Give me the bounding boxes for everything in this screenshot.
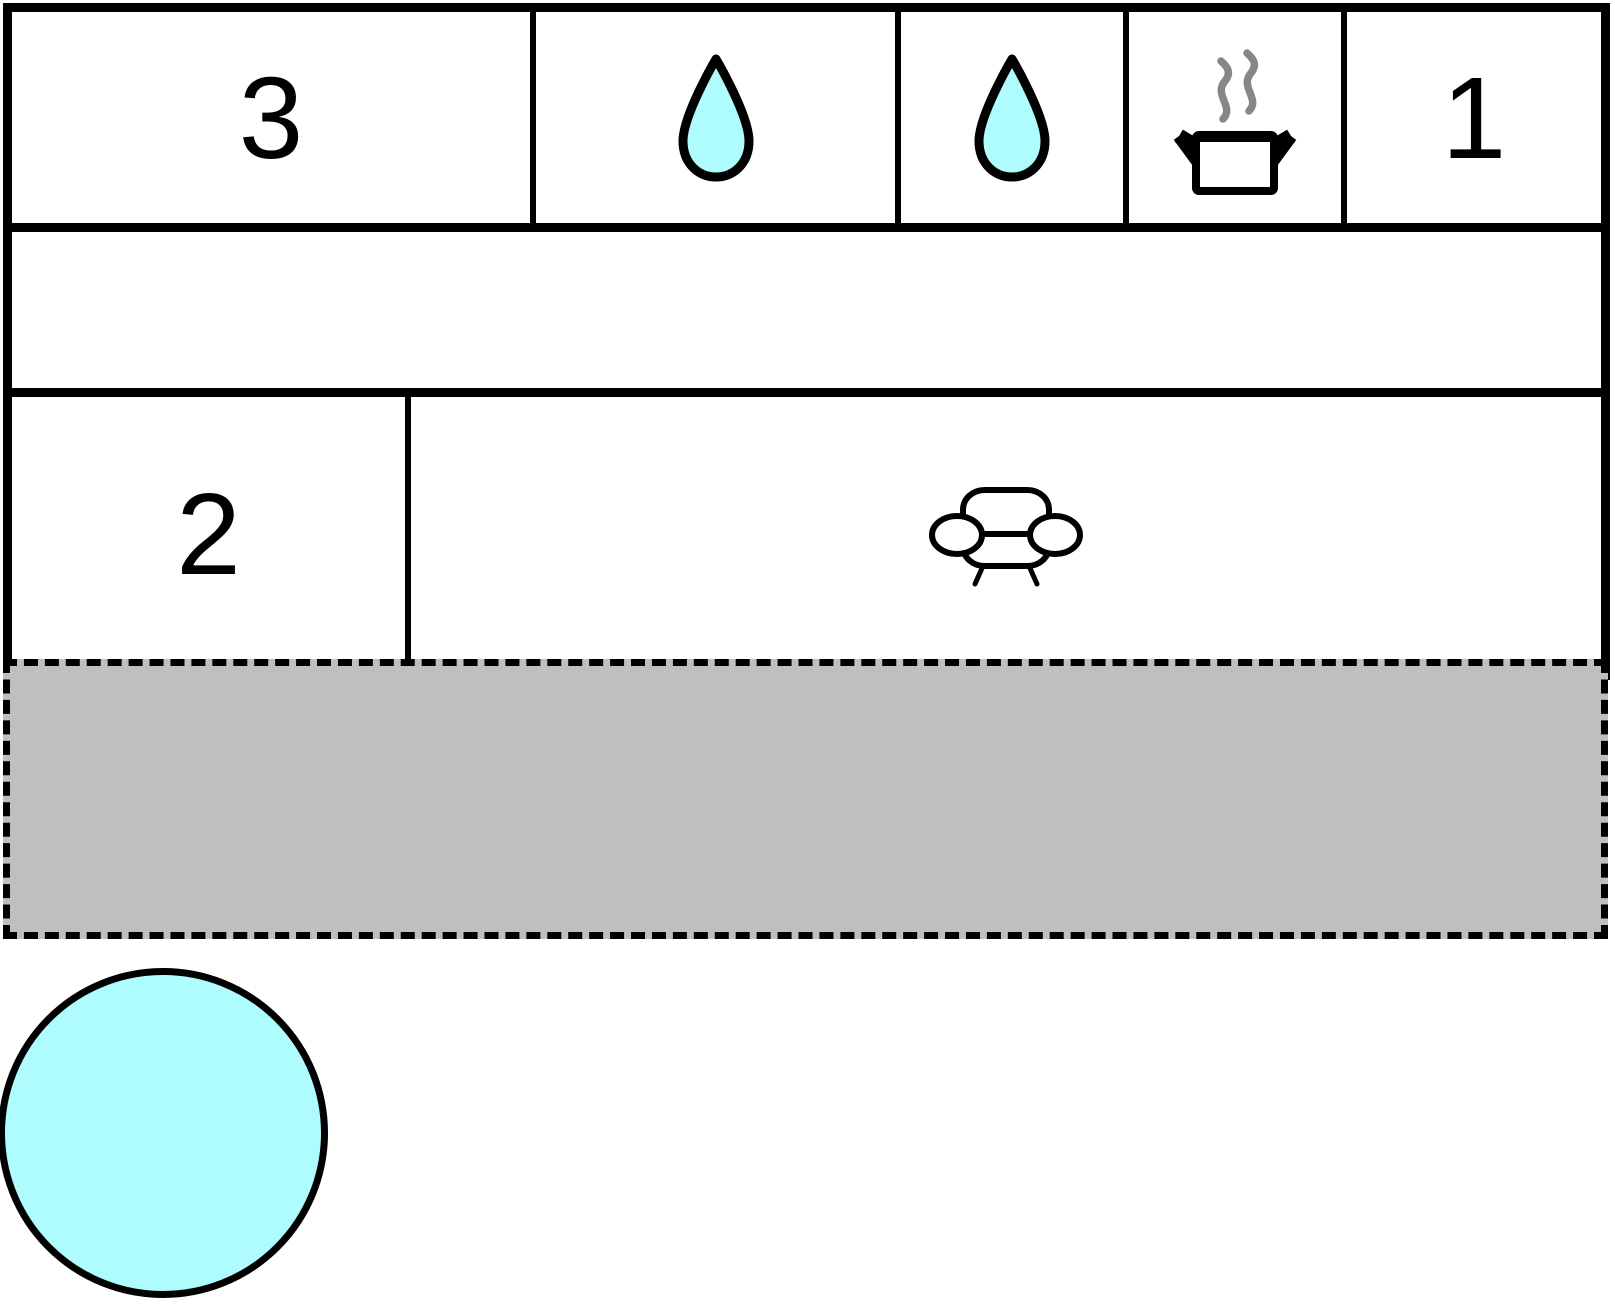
cell-label-2: 2	[176, 469, 241, 599]
cell-empty-corridor[interactable]	[12, 232, 1601, 388]
column-divider	[530, 12, 536, 223]
cell-sofa[interactable]	[411, 397, 1601, 671]
cooking-pot-icon	[1165, 35, 1305, 200]
table-row-bottom: 2	[12, 397, 1601, 671]
cell-cooking-pot[interactable]	[1129, 12, 1341, 223]
cell-label-3: 3	[238, 52, 304, 183]
row-divider	[12, 223, 1601, 232]
cyan-circle[interactable]	[0, 968, 328, 1298]
table-row-middle	[12, 232, 1601, 388]
cell-number-3[interactable]: 3	[12, 12, 530, 223]
water-drop-icon	[677, 53, 755, 183]
table-row-top: 3	[12, 12, 1601, 223]
cell-number-2[interactable]: 2	[12, 397, 405, 671]
sofa-icon	[921, 482, 1091, 587]
column-divider	[895, 12, 901, 223]
cell-water-drop-1[interactable]	[536, 12, 895, 223]
column-divider	[1123, 12, 1129, 223]
cell-label-1: 1	[1441, 52, 1507, 183]
row-divider	[12, 388, 1601, 397]
room-table: 3	[3, 3, 1610, 680]
column-divider	[1341, 12, 1347, 223]
cell-number-1[interactable]: 1	[1347, 12, 1601, 223]
water-drop-icon	[973, 53, 1051, 183]
column-divider	[405, 397, 411, 671]
cell-water-drop-2[interactable]	[901, 12, 1123, 223]
grey-dashed-zone[interactable]	[3, 659, 1608, 939]
